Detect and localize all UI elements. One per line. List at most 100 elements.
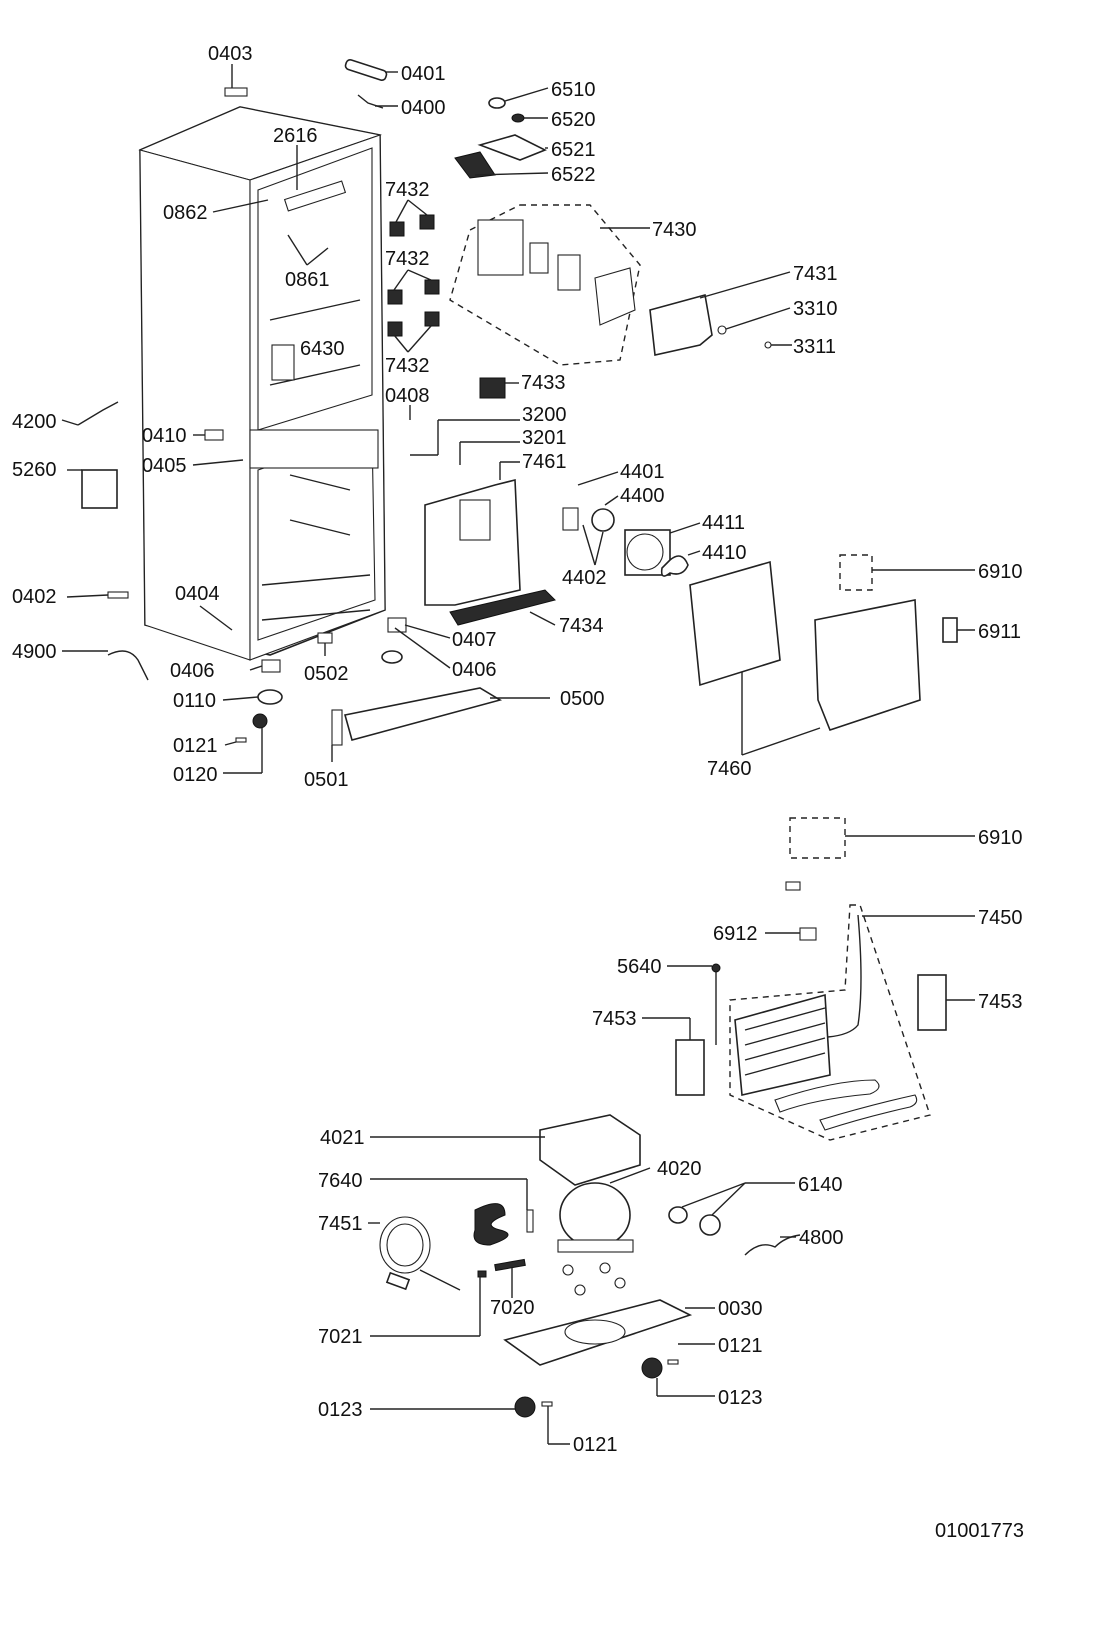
part-7450-pipe [827, 914, 862, 1038]
part-label: 0408 [385, 385, 430, 407]
part-7451-tail [419, 1269, 461, 1291]
part-7461-inner [459, 499, 491, 541]
part-label: 6910 [978, 561, 1023, 583]
part-label: 6911 [978, 621, 1021, 643]
part-label: 2616 [273, 125, 318, 147]
part-0121-upper [235, 737, 247, 743]
part-4400 [591, 508, 615, 532]
part-6140-b [699, 1214, 721, 1236]
part-7453-left [675, 1039, 705, 1096]
part-label: 0862 [163, 202, 208, 224]
part-label: 7021 [318, 1326, 363, 1348]
group-7450 [729, 904, 931, 1141]
part-7453-right [917, 974, 947, 1031]
part-label: 7432 [385, 179, 430, 201]
part-label: 3310 [793, 298, 838, 320]
part-label: 0861 [285, 269, 330, 291]
part-label: 0121 [718, 1335, 763, 1357]
part-label: 7453 [592, 1008, 637, 1030]
part-label: 0402 [12, 586, 57, 608]
part-0120 [252, 713, 268, 729]
part-0110 [257, 689, 283, 705]
part-4021 [539, 1114, 641, 1186]
part-label: 7461 [522, 451, 567, 473]
part-7430-a [477, 219, 524, 276]
part-label: 6912 [713, 923, 758, 945]
part-0406-left [261, 659, 281, 673]
part-label: 0120 [173, 764, 218, 786]
part-label: 6910 [978, 827, 1023, 849]
part-0501 [331, 709, 343, 746]
leader-lines [61, 64, 975, 1445]
part-label: 4411 [702, 512, 745, 534]
part-6140-a [668, 1206, 688, 1224]
part-label: 7460 [707, 758, 752, 780]
part-label: 0405 [142, 455, 187, 477]
part-label: 4020 [657, 1158, 702, 1180]
part-7451-coil-inner [386, 1223, 424, 1267]
part-label: 7453 [978, 991, 1023, 1013]
part-7450-tube [774, 1079, 880, 1113]
part-7450-fins [734, 993, 831, 1096]
part-7433 [479, 377, 506, 399]
part-label: 0121 [173, 735, 218, 757]
part-label: 7431 [793, 263, 838, 285]
part-label: 0401 [401, 63, 446, 85]
part-5260 [81, 469, 118, 509]
part-7430-b [529, 242, 549, 274]
part-6521 [477, 134, 547, 161]
part-label: 0407 [452, 629, 497, 651]
part-7461 [424, 478, 521, 606]
part-7020 [494, 1258, 526, 1272]
part-7451-drier [385, 1271, 411, 1291]
part-0500 [343, 687, 503, 741]
part-label: 0406 [170, 660, 215, 682]
part-labels: 0403 0401 0400 6510 6520 2616 6521 6522 … [12, 43, 1024, 1542]
part-label: 6522 [551, 164, 596, 186]
part-label: 3201 [522, 427, 567, 449]
part-label: 7433 [521, 372, 566, 394]
compressor-feet [562, 1262, 626, 1296]
part-7450-drain [819, 1094, 918, 1131]
part-3311 [764, 341, 772, 349]
part-0410 [204, 429, 224, 441]
part-label: 0030 [718, 1298, 763, 1320]
part-4900 [107, 650, 149, 681]
part-7460-a [689, 560, 781, 687]
part-label: 0404 [175, 583, 220, 605]
part-label: 7434 [559, 615, 604, 637]
part-label: 7640 [318, 1170, 363, 1192]
part-label: 0123 [718, 1387, 763, 1409]
drawing-number: 01001773 [935, 1520, 1024, 1542]
part-label: 7451 [318, 1213, 363, 1235]
part-label: 0123 [318, 1399, 363, 1421]
part-label: 7432 [385, 355, 430, 377]
part-7640 [526, 1209, 534, 1233]
part-0123-left [514, 1396, 536, 1418]
part-4200 [77, 401, 119, 426]
part-label: 0400 [401, 97, 446, 119]
part-4020 [559, 1182, 631, 1248]
part-label: 4402 [562, 567, 607, 589]
part-7450-fin-lines [744, 1007, 826, 1076]
part-label: 7432 [385, 248, 430, 270]
part-0402 [107, 591, 129, 599]
part-6520 [511, 113, 525, 123]
part-label: 6430 [300, 338, 345, 360]
part-label: 0501 [304, 769, 349, 791]
part-4800 [744, 1234, 801, 1256]
part-4401 [562, 507, 579, 531]
part-label: 4200 [12, 411, 57, 433]
part-0401 [344, 58, 388, 82]
part-label: 3200 [522, 404, 567, 426]
part-7430-d [594, 267, 636, 326]
part-0502 [317, 632, 333, 644]
part-0030-pad [564, 1319, 626, 1345]
part-7434 [449, 589, 556, 626]
part-label: 7430 [652, 219, 697, 241]
part-label: 0502 [304, 663, 349, 685]
part-label: 6521 [551, 139, 596, 161]
part-0123-right [641, 1357, 663, 1379]
part-0121-lower [541, 1401, 553, 1407]
